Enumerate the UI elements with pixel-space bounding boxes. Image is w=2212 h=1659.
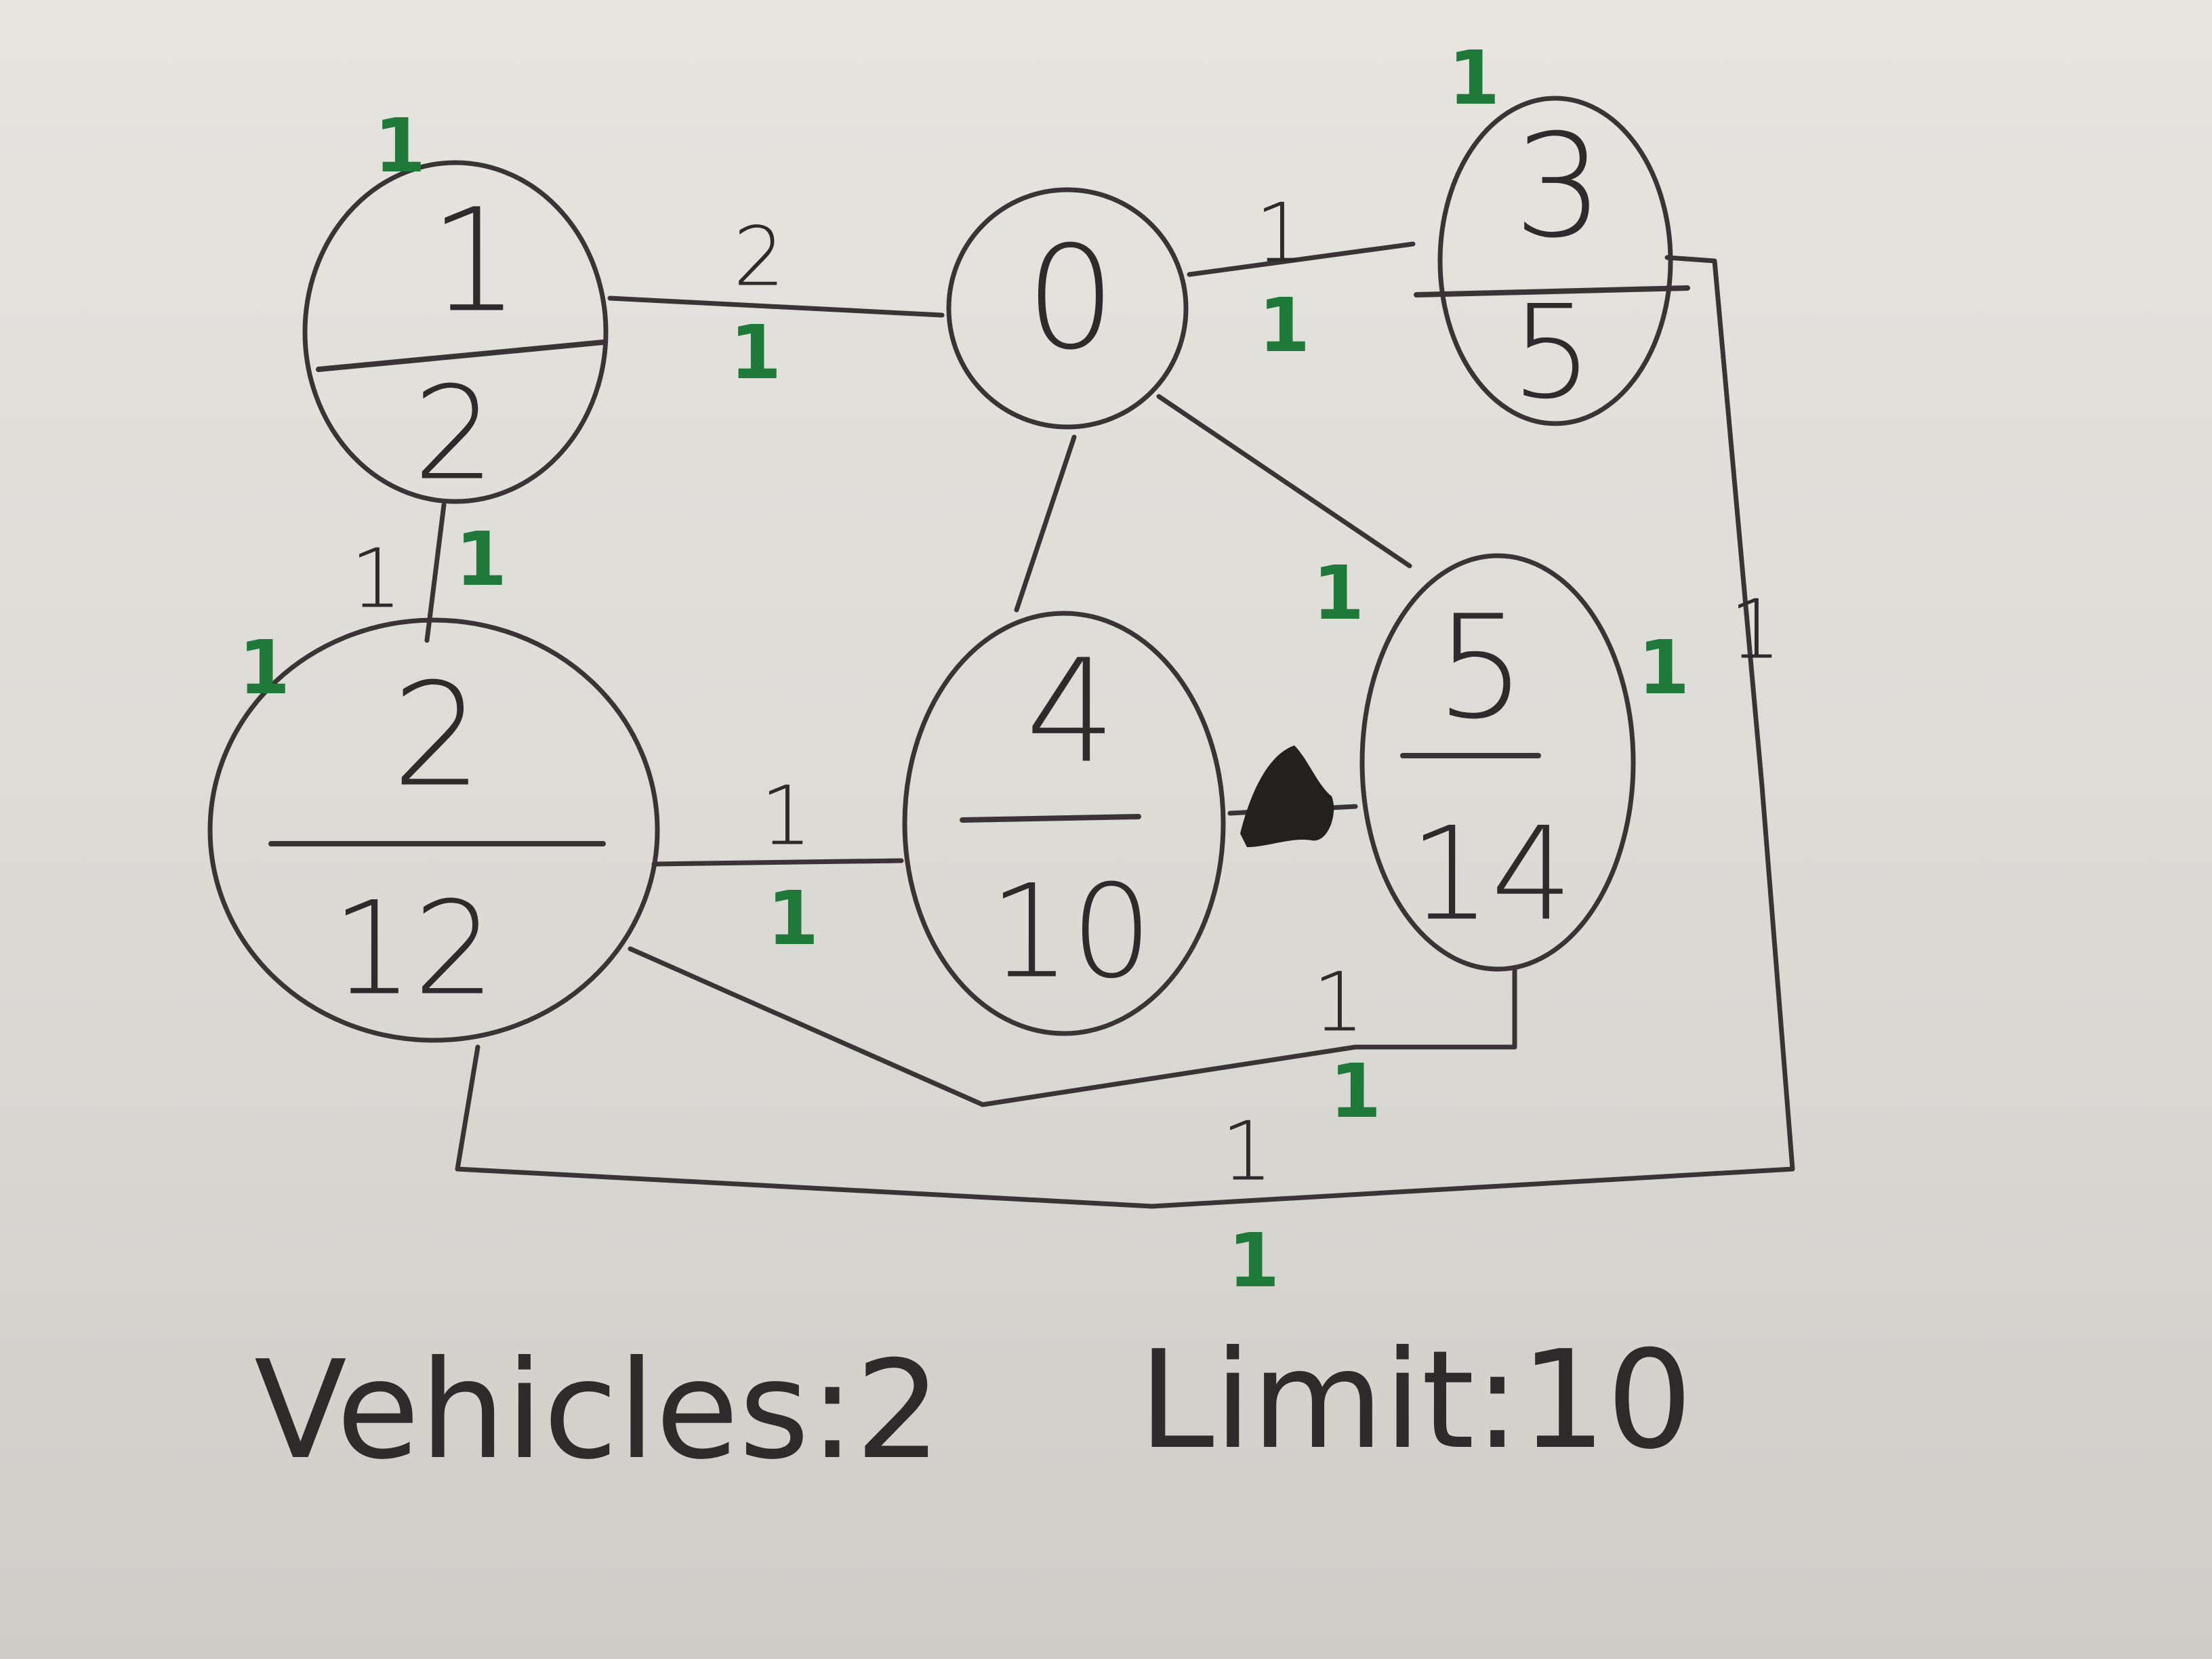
node-1-value: 2 xyxy=(413,359,495,509)
green-mark-edge-3-5: 1 xyxy=(1638,624,1690,711)
green-mark-edge-0-3: 1 xyxy=(1258,282,1311,369)
edge-weight-2-4: 1 xyxy=(760,770,812,864)
node-4-value: 10 xyxy=(989,857,1153,1007)
node-3: 3 5 xyxy=(1414,96,1690,428)
node-1-id: 1 xyxy=(429,178,520,344)
node-1: 1 2 xyxy=(302,160,609,509)
node-4-divider xyxy=(960,814,1141,823)
node-3-id: 3 xyxy=(1513,104,1604,270)
edge-0-3 xyxy=(1187,241,1416,277)
edge-weight-2-3: 1 xyxy=(1221,1105,1273,1200)
edge-0-4 xyxy=(1014,434,1077,613)
green-mark-edge-0-5: 1 xyxy=(1313,550,1365,636)
edge-weights: 2 1 1 1 1 1 1 xyxy=(350,187,1781,1200)
green-mark-edge-2-4: 1 xyxy=(767,875,819,962)
green-mark-node-1: 1 xyxy=(374,102,426,189)
green-mark-edge-1-2: 1 xyxy=(455,516,508,602)
edge-1-0 xyxy=(607,295,945,318)
edge-weight-0-3: 1 xyxy=(1255,187,1307,281)
edge-weight-2-5: 1 xyxy=(1313,956,1364,1050)
node-3-value: 5 xyxy=(1511,278,1593,428)
node-2: 2 12 xyxy=(207,617,660,1043)
node-0-id: 0 xyxy=(1025,216,1116,382)
green-mark-edge-1-0: 1 xyxy=(730,309,782,396)
green-mark-edge-2-3: 1 xyxy=(1228,1217,1280,1304)
green-mark-edge-2-5: 1 xyxy=(1330,1048,1382,1134)
node-5-value: 14 xyxy=(1409,800,1573,949)
edge-weight-3-5: 1 xyxy=(1729,583,1781,678)
node-4: 4 10 xyxy=(902,611,1226,1036)
node-5: 5 14 xyxy=(1359,553,1636,972)
node-4-id: 4 xyxy=(1025,629,1116,795)
green-mark-node-3: 1 xyxy=(1448,35,1500,121)
edge-0-5 xyxy=(1156,394,1412,569)
vehicles-label: Vehicles:2 xyxy=(254,1332,941,1490)
edges xyxy=(424,241,1795,1209)
edge-2-4 xyxy=(651,858,904,867)
edge-weight-1-0: 2 xyxy=(733,211,785,305)
edge-4-5-smudge xyxy=(1240,745,1334,847)
limit-label: Limit:10 xyxy=(1139,1322,1693,1479)
node-5-id: 5 xyxy=(1435,585,1526,751)
edge-2-5 xyxy=(628,946,1517,1107)
node-3-divider xyxy=(1414,285,1690,298)
green-annotations: 1 1 1 1 1 1 1 1 1 1 1 xyxy=(239,35,1690,1304)
node-2-id: 2 xyxy=(392,653,483,819)
node-2-value: 12 xyxy=(331,874,495,1024)
node-1-divider xyxy=(316,340,606,372)
edge-2-3 xyxy=(455,255,1795,1209)
green-mark-node-2: 1 xyxy=(239,624,291,711)
node-0: 0 xyxy=(946,187,1189,430)
edge-weight-1-2: 1 xyxy=(350,533,402,627)
